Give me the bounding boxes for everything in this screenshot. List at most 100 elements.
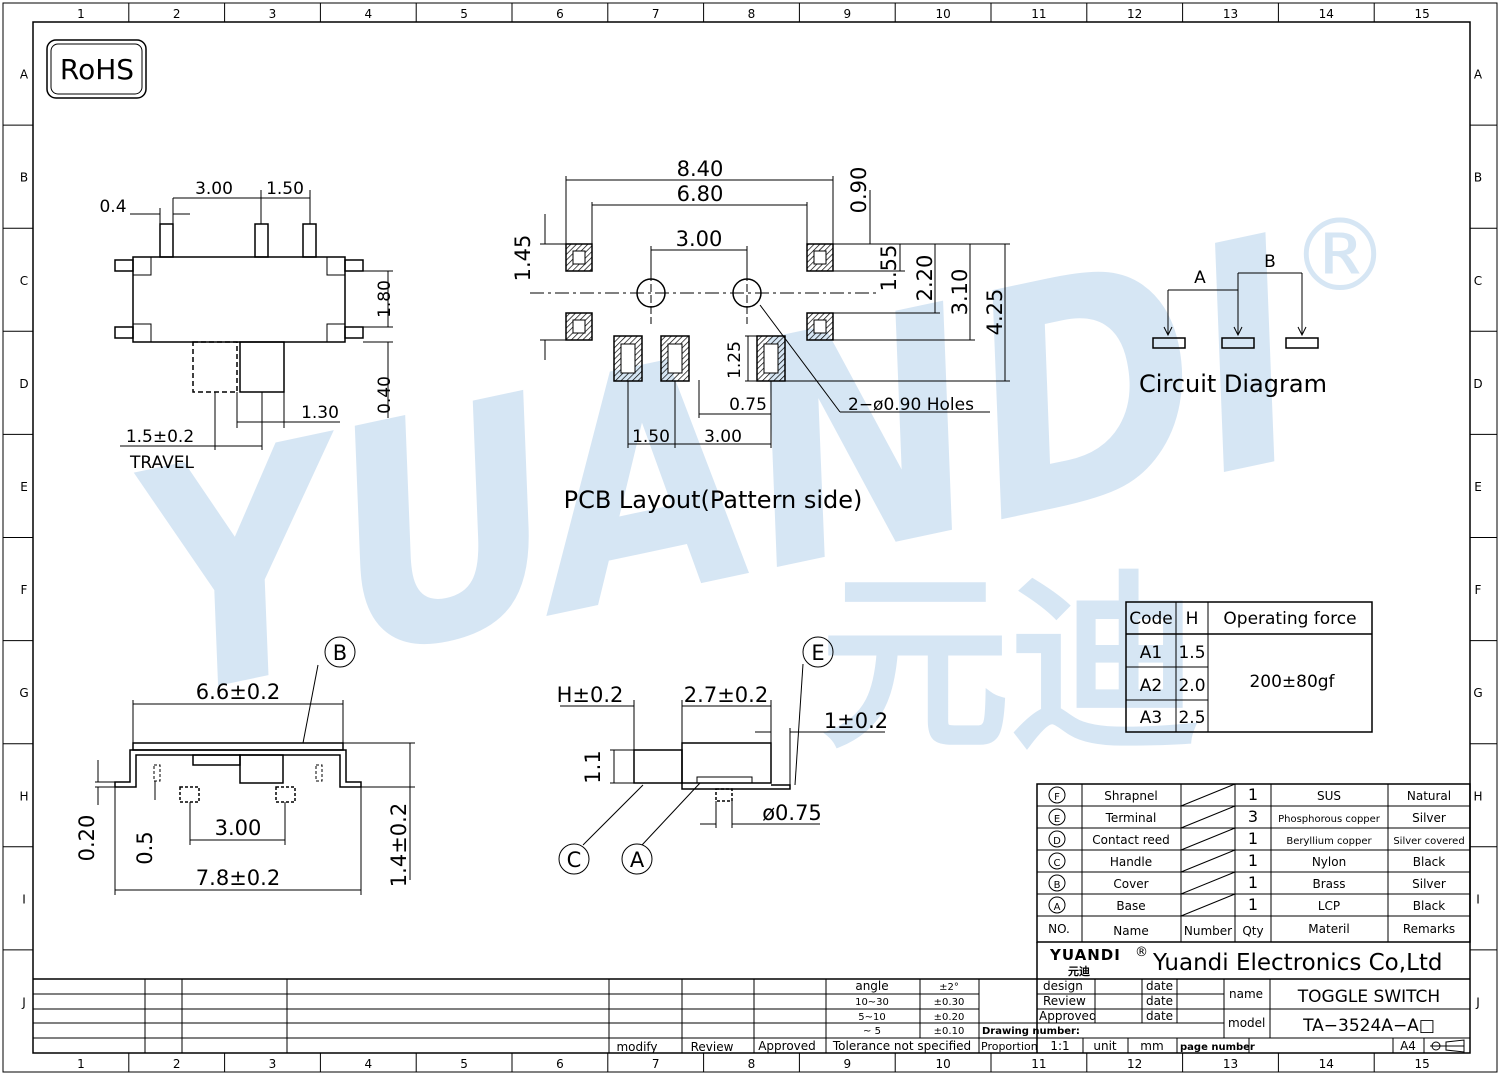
grid-col-label: 15 (1414, 1057, 1429, 1071)
bom-no-circle (1048, 896, 1066, 914)
grid-col-label: 5 (460, 1057, 468, 1071)
dim-3.10: 3.10 (948, 269, 972, 316)
bom-qty: 3 (1248, 807, 1258, 826)
grid-row-label: G (1473, 686, 1482, 700)
callout-c: C (567, 848, 582, 872)
bom-no-circle (1048, 830, 1066, 848)
dim-8.40: 8.40 (677, 157, 724, 181)
bom-header-no: NO. (1048, 922, 1070, 936)
grid-col-label: 6 (556, 7, 564, 21)
side-view: 0.4 3.00 1.50 1.80 0.40 1.30 1.5±0.2 TRA… (99, 179, 395, 473)
grid-row-label: F (21, 583, 28, 597)
callout-a: A (630, 848, 645, 872)
bom-remarks: Black (1413, 899, 1446, 913)
grid-col-label: 8 (748, 7, 756, 21)
label-design: design (1043, 979, 1083, 993)
dim-4.25: 4.25 (983, 289, 1007, 336)
grid-row-label: B (1474, 171, 1482, 185)
force-row-code: A2 (1140, 676, 1162, 696)
force-row-code: A1 (1140, 643, 1162, 663)
watermark-mark: ® (1290, 197, 1390, 314)
bom-material: Beryllium copper (1286, 836, 1372, 847)
dim-2.7: 2.7±0.2 (684, 683, 768, 707)
model-number: TA−3524A−A□ (1302, 1016, 1435, 1036)
bom-material: Brass (1312, 877, 1345, 891)
bom-material: Phosphorous copper (1278, 814, 1381, 825)
dim-1.50-side: 1.50 (266, 179, 304, 199)
grid-col-label: 10 (935, 1057, 950, 1071)
grid-col-label: 3 (269, 1057, 277, 1071)
bom-material: SUS (1317, 789, 1341, 803)
company-name: Yuandi Electronics Co,Ltd (1152, 950, 1443, 976)
bom-no: C (1054, 858, 1061, 869)
bom-no-circle (1048, 852, 1066, 870)
bom-qty: 1 (1248, 785, 1258, 804)
grid-col-label: 1 (77, 7, 85, 21)
bom-header-qty: Qty (1242, 924, 1263, 938)
circuit-label-a: A (1194, 268, 1206, 288)
projection-symbol (1430, 1039, 1465, 1053)
circuit-diagram: A B Circuit Diagram (1139, 252, 1327, 398)
watermark-cjk: 元迪 (820, 554, 1200, 775)
revision-approved: Approved (758, 1039, 816, 1053)
grid-row-label: H (1473, 789, 1482, 803)
grid-col-label: 7 (652, 1057, 660, 1071)
dim-3.00-pcb: 3.00 (676, 227, 723, 251)
dim-0.40-side: 0.40 (375, 376, 395, 414)
circuit-label-b: B (1264, 252, 1276, 272)
grid-row-label: F (1475, 583, 1482, 597)
bom-remarks: Black (1413, 855, 1446, 869)
bom-header-material: Materil (1308, 922, 1349, 936)
dim-1.30: 1.30 (301, 403, 339, 423)
front-view: B 6.6±0.2 0.20 0.5 3.00 7.8±0.2 1.4±0.2 (75, 636, 415, 895)
grid-row-label: A (1474, 68, 1483, 82)
bom-remarks: Silver covered (1393, 836, 1464, 847)
pcb-layout: 8.40 6.80 3.00 1.45 0.90 1.55 2.20 3.10 … (511, 157, 1010, 514)
bom-name: Terminal (1105, 811, 1157, 825)
force-row-h: 2.5 (1178, 708, 1205, 728)
label-approved: Approved (1039, 1009, 1097, 1023)
company-logo-cjk: 元迪 (1068, 964, 1090, 978)
grid-col-label: 11 (1031, 7, 1046, 21)
grid-row-label: C (20, 274, 28, 288)
label-proportion: Proportion (981, 1040, 1038, 1053)
bom-name: Cover (1113, 877, 1148, 891)
label-drawing-number: Drawing number: (982, 1026, 1080, 1037)
pcb-title: PCB Layout(Pattern side) (564, 486, 863, 514)
grid-col-label: 12 (1127, 1057, 1142, 1071)
tolerance-value: ±2° (939, 982, 959, 993)
dim-1.25: 1.25 (725, 341, 745, 379)
grid-col-label: 14 (1319, 1057, 1334, 1071)
bom-no-circle (1048, 786, 1066, 804)
tolerance-value: ±0.10 (934, 1026, 965, 1037)
grid-row-label: J (21, 995, 26, 1009)
dim-1.1: 1.1 (581, 750, 605, 783)
label-date: date (1146, 1009, 1173, 1023)
company-logo: YUANDI (1049, 946, 1121, 964)
bom-no-circle (1048, 808, 1066, 826)
dim-1.50-pcb: 1.50 (632, 427, 670, 447)
grid-col-label: 3 (269, 7, 277, 21)
bom-header-name: Name (1113, 924, 1148, 938)
bom-qty: 1 (1248, 851, 1258, 870)
dim-6.6: 6.6±0.2 (196, 680, 280, 704)
grid-col-label: 5 (460, 7, 468, 21)
dim-0.75-end: ø0.75 (762, 801, 822, 825)
force-row-h: 1.5 (1178, 643, 1205, 663)
label-date: date (1146, 994, 1173, 1008)
grid-col-label: 10 (935, 7, 950, 21)
bom-material: Nylon (1312, 855, 1346, 869)
grid-col-label: 13 (1223, 1057, 1238, 1071)
revision-modify: modify (616, 1040, 657, 1054)
bom-name: Handle (1110, 855, 1152, 869)
label-date: date (1146, 979, 1173, 993)
grid-row-label: G (19, 686, 28, 700)
dim-1.80-side: 1.80 (375, 280, 395, 318)
grid-col-label: 2 (173, 7, 181, 21)
tolerance-range: 10~30 (855, 997, 889, 1008)
dim-3.00-side: 3.00 (195, 179, 233, 199)
label-page-number: page number (1180, 1042, 1255, 1053)
